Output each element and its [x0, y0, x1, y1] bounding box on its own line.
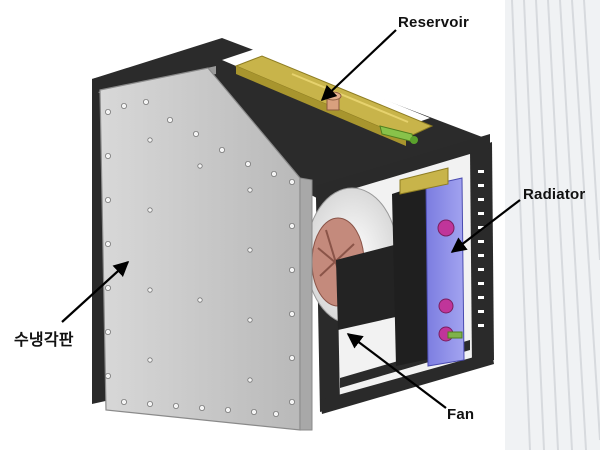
fan — [305, 187, 400, 330]
annotation-arrows — [61, 29, 521, 409]
fan-arrow — [346, 333, 447, 409]
background-stripes — [505, 0, 600, 450]
cold-plate-arrow — [61, 260, 130, 323]
reservoir-arrow — [320, 29, 397, 102]
fan-label: Fan — [447, 406, 475, 423]
radiator — [392, 167, 465, 367]
cold-plate-label: 수냉각판 — [14, 332, 74, 349]
radiator-arrow — [450, 199, 521, 253]
reservoir-label: Reservoir — [398, 14, 470, 31]
cold-plate-panel — [98, 66, 313, 431]
radiator-label: Radiator — [523, 186, 586, 203]
